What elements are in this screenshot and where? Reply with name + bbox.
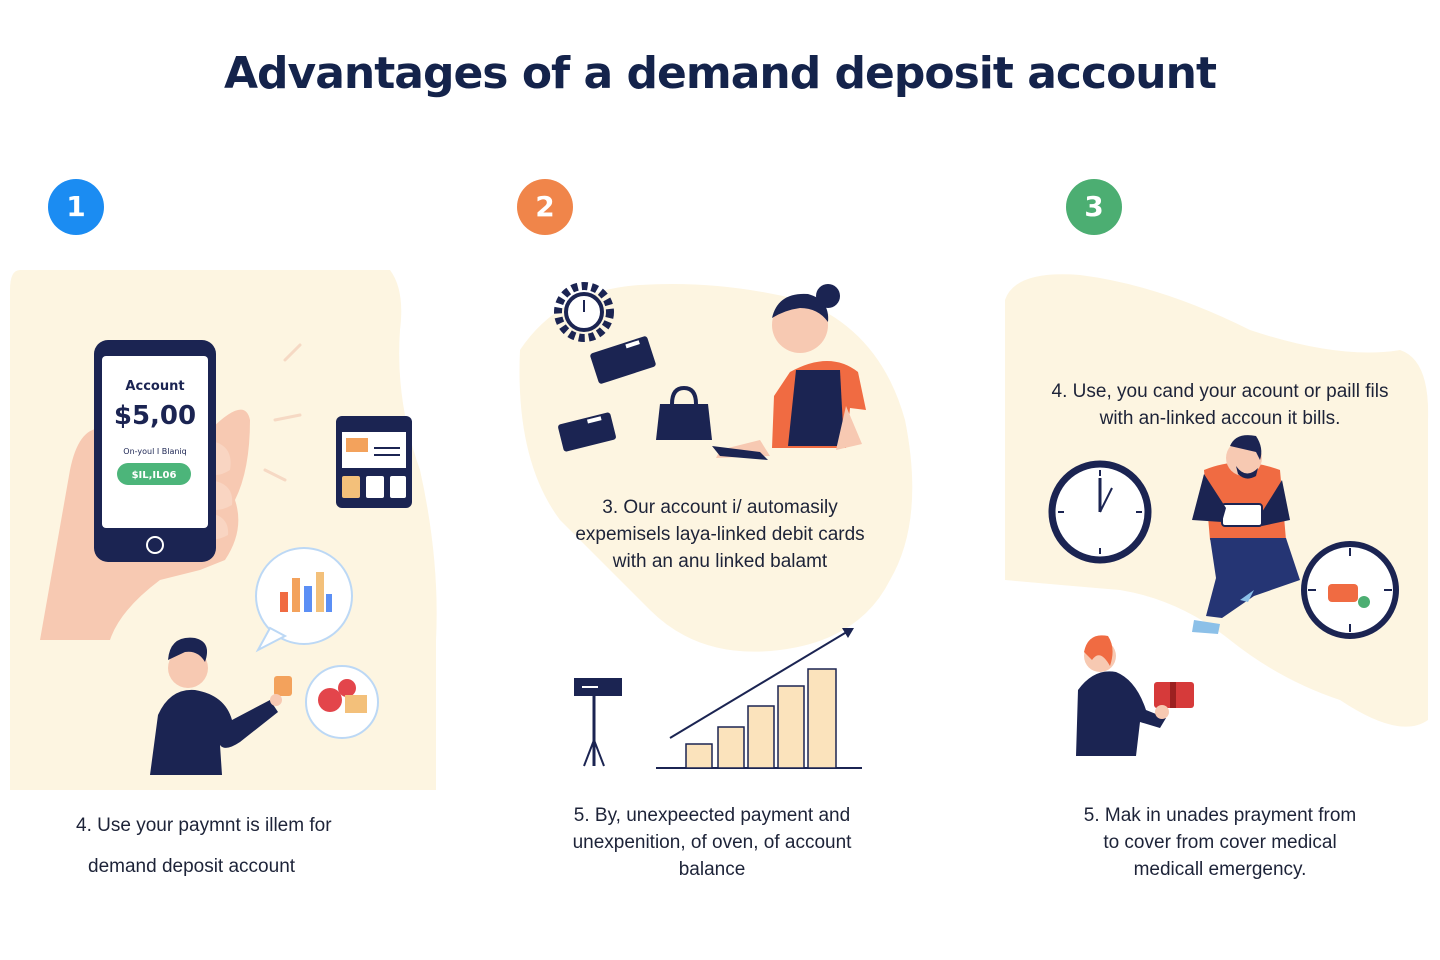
step-badge-3: 3 [1066, 179, 1122, 235]
panel-2-bottom-caption-line-2: unexpenition, of oven, of account [572, 832, 852, 853]
debit-card-icon-2 [558, 412, 616, 452]
phone-icon: Account $5,00 On-youl I Blaniq $IL,IL06 [94, 340, 216, 562]
phone-action-button[interactable] [117, 463, 191, 485]
panel-3-caption-line-1: 4. Use, you cand your acount or paill fi… [1051, 381, 1389, 402]
page-title: Advantages of a demand deposit account [224, 48, 1217, 99]
panel-2-caption-line-2: expemisels laya-linked debit cards [575, 524, 865, 545]
panel-3-bottom-caption-line-2: to cover from cover medical [1103, 832, 1337, 853]
gear-icon [554, 282, 614, 342]
woman-gift-icon [1076, 635, 1194, 756]
debit-card-icon-1 [590, 336, 656, 384]
phone-balance: $5,00 [114, 401, 196, 431]
panel-3-bottom-caption-line-1: 5. Mak in unades prayment from [1083, 805, 1357, 826]
alarm-clock-icon [1301, 541, 1399, 639]
panel-1-caption-line-2: demand deposit account [88, 856, 296, 877]
chat-bubble-icon [255, 547, 353, 653]
panel-3-caption-line-2: with an-linked accoun it bills. [1099, 408, 1341, 429]
panel-2-caption-line-3: with an anu linked balamt [612, 551, 828, 572]
woman-cashier-icon [712, 284, 866, 460]
phone-sub-label: On-youl I Blaniq [123, 447, 186, 456]
person-icon [150, 637, 292, 775]
tablet-icon [336, 416, 412, 508]
step-badge-1: 1 [48, 179, 104, 235]
step-badge-2: 2 [517, 179, 573, 235]
panel-3-bottom-caption-line-3: medicall emergency. [1133, 859, 1307, 880]
clock-icon [1048, 460, 1152, 564]
sign-stand-icon [574, 678, 622, 767]
groceries-icon [305, 665, 379, 739]
growth-bar-chart-icon [656, 628, 862, 769]
panel-2-caption-line-1: 3. Our account i/ automasily [602, 497, 838, 518]
shopping-bag-icon [656, 385, 712, 440]
panel-1-caption-line-1: 4. Use your paymnt is illem for [76, 815, 332, 836]
phone-button-label: $IL,IL06 [132, 470, 177, 481]
sparkle-icon [263, 343, 302, 482]
man-reading-icon [1192, 435, 1300, 634]
panel-2-bottom-caption-line-1: 5. By, unexpeected payment and [573, 805, 851, 826]
panel-2-bottom-caption-line-3: balance [678, 859, 746, 880]
phone-account-label: Account [125, 379, 184, 394]
